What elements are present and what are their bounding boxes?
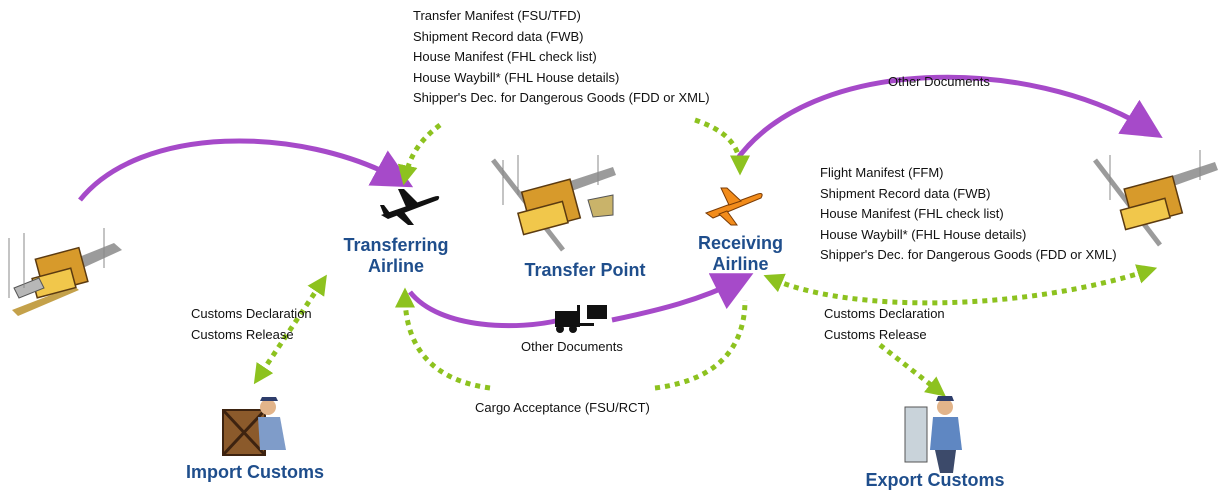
import-customs-label: Import Customs [185, 462, 324, 482]
other-documents-middle: Other Documents [521, 339, 623, 354]
export-customs-label: Export Customs [865, 470, 1005, 490]
receiving-airline-label: Receiving Airline [683, 233, 798, 275]
airport-icon [491, 155, 616, 252]
dotted-docs-to-receiving [694, 117, 750, 176]
doc-item: Customs Release [191, 326, 294, 342]
export-customs-docs: Customs Declaration Customs Release [824, 304, 945, 345]
orange-plane-icon [704, 187, 763, 226]
doc-item: Customs Declaration [191, 306, 312, 321]
doc-item: Customs Release [824, 326, 927, 342]
doc-item: Flight Manifest (FFM) [820, 165, 944, 180]
dotted-export-customs [878, 343, 946, 397]
customs-officer-icon [904, 396, 962, 473]
doc-item: Customs Declaration [824, 306, 945, 321]
dotted-cargo-acceptance-right [654, 299, 748, 391]
doc-item: House Waybill* (FHL House details) [820, 226, 1027, 242]
doc-item: Shipment Record data (FWB) [413, 28, 584, 44]
cargo-acceptance-label: Cargo Acceptance (FSU/RCT) [475, 400, 650, 415]
label-line: Airline [367, 256, 424, 276]
doc-item: Transfer Manifest (FSU/TFD) [413, 8, 581, 23]
doc-item: Shipper's Dec. for Dangerous Goods (FDD … [820, 247, 1117, 262]
import-customs-docs: Customs Declaration Customs Release [191, 304, 312, 345]
airport-icon [8, 228, 122, 316]
arrow-origin-to-transferring [78, 138, 414, 202]
airport-icon [1093, 150, 1218, 247]
black-plane-icon [380, 189, 440, 225]
other-documents-top: Other Documents [888, 74, 990, 89]
dotted-receiving-to-destination [763, 264, 1158, 306]
dotted-docs-to-transferring [397, 123, 442, 186]
arrow-top-to-destination [732, 74, 1163, 164]
doc-item: House Waybill* (FHL House details) [413, 69, 620, 85]
transferring-airline-label: Transferring Airline [336, 235, 456, 277]
doc-item: Shipment Record data (FWB) [820, 185, 991, 201]
label-line: Receiving [697, 233, 784, 253]
transfer-point-label: Transfer Point [524, 260, 646, 280]
customs-officer-icon [221, 397, 286, 457]
dotted-cargo-acceptance-left [395, 287, 491, 391]
receiving-docs-list: Flight Manifest (FFM) Shipment Record da… [820, 163, 1117, 266]
doc-item: House Manifest (FHL check list) [820, 206, 1004, 221]
label-line: Airline [712, 254, 769, 274]
doc-item: House Manifest (FHL check list) [413, 49, 597, 64]
arrow-transferring-to-receiving [408, 280, 740, 329]
transfer-docs-list: Transfer Manifest (FSU/TFD) Shipment Rec… [413, 6, 710, 109]
forklift-icon [555, 305, 607, 333]
label-line: Transferring [343, 235, 449, 255]
doc-item: Shipper's Dec. for Dangerous Goods (FDD … [413, 90, 710, 105]
dotted-import-customs [253, 274, 327, 385]
